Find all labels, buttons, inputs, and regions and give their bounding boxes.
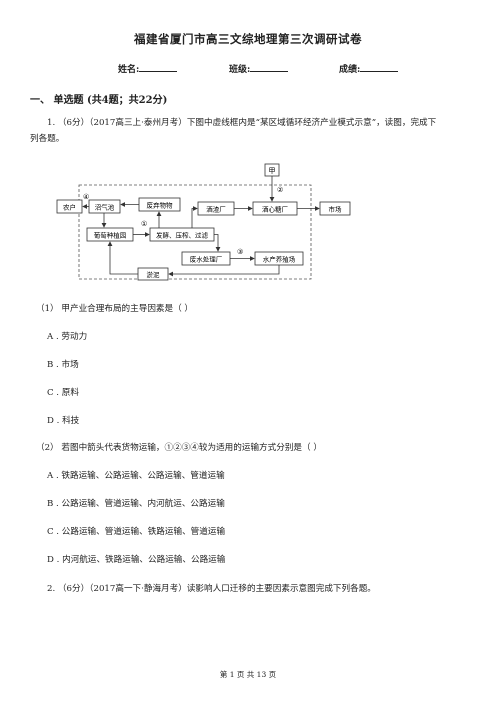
- name-label: 姓名:: [118, 65, 140, 75]
- svg-text:农户: 农户: [63, 203, 76, 212]
- q1-sub1-option-b[interactable]: B . 市场: [47, 360, 79, 370]
- q1-sub2-option-a[interactable]: A . 铁路运输、公路运输、公路运输、管道运输: [47, 471, 225, 481]
- q1-sub1-stem: （1） 甲产业合理布局的主导因素是（ ）: [36, 304, 194, 314]
- node-jiuxin: 酒心糖厂: [252, 201, 298, 216]
- node-zhaoqichi: 沼气池: [88, 199, 121, 214]
- q1-sub1-option-d[interactable]: D . 科技: [47, 416, 80, 426]
- node-shichang: 市场: [319, 201, 351, 216]
- marker-one: ①: [141, 220, 147, 228]
- svg-text:废水处理厂: 废水处理厂: [190, 255, 223, 264]
- svg-text:甲: 甲: [269, 167, 276, 175]
- marker-two: ②: [277, 186, 283, 194]
- q1-sub2-option-d[interactable]: D . 内河航运、铁路运输、公路运输、公路运输: [47, 555, 226, 565]
- svg-text:发酵、压榨、过滤: 发酵、压榨、过滤: [156, 231, 209, 240]
- marker-four: ④: [83, 193, 89, 201]
- q1-stem-line1: 1. （6分）（2017高三上·泰州月考）下图中虚线框内是“某区域循环经济产业模…: [47, 118, 437, 128]
- svg-text:市场: 市场: [329, 205, 343, 214]
- q1-sub2-option-b[interactable]: B . 公路运输、管道运输、内河航运、公路运输: [47, 499, 225, 509]
- region-boundary: [78, 184, 312, 280]
- q1-sub1-option-c[interactable]: C . 原料: [47, 388, 79, 398]
- q1-sub2-stem: （2） 若图中箭头代表货物运输，①②③④较为适用的运输方式分别是（ ）: [36, 443, 322, 453]
- node-shuichan: 水产养殖场: [254, 251, 304, 266]
- svg-text:酒心糖厂: 酒心糖厂: [262, 205, 289, 214]
- node-fajiao: 发酵、压榨、过滤: [149, 227, 215, 242]
- score-blank[interactable]: [360, 63, 399, 72]
- svg-text:废弃物物: 废弃物物: [147, 201, 174, 210]
- svg-text:酒渣厂: 酒渣厂: [206, 205, 226, 214]
- node-feishui: 废水处理厂: [181, 251, 231, 266]
- q1-stem-line2: 列各题。: [30, 134, 65, 144]
- class-field[interactable]: 班级:: [229, 62, 289, 75]
- page-title: 福建省厦门市高三文综地理第三次调研试卷: [134, 32, 362, 46]
- svg-text:沼气池: 沼气池: [95, 203, 115, 212]
- node-nonghu: 农户: [56, 199, 83, 214]
- node-putao: 葡萄种植园: [86, 227, 134, 242]
- svg-text:淤泥: 淤泥: [147, 270, 161, 279]
- score-field[interactable]: 成绩:: [339, 62, 399, 75]
- class-label: 班级:: [229, 65, 251, 75]
- node-yuni: 淤泥: [137, 267, 169, 281]
- node-feiqiwu: 废弃物物: [138, 197, 181, 212]
- flow-arrows: [82, 176, 320, 277]
- q1-diagram: 甲 农户 沼气池 废弃物物 葡萄种植园 发酵、压榨、过滤 酒渣厂 酒心糖厂 市场…: [56, 163, 351, 281]
- q1-sub1-option-a[interactable]: A . 劳动力: [47, 332, 88, 342]
- node-jiuzhao: 酒渣厂: [197, 201, 235, 216]
- svg-text:葡萄种植园: 葡萄种植园: [94, 231, 127, 240]
- section-heading: 一、 单选题 (共4题；共22分): [30, 95, 168, 106]
- marker-three: ③: [237, 248, 243, 256]
- q1-sub2-option-c[interactable]: C . 公路运输、管道运输、铁路运输、管道运输: [47, 527, 226, 537]
- page-footer: 第 1 页 共 13 页: [219, 670, 277, 679]
- score-label: 成绩:: [339, 65, 361, 75]
- svg-text:水产养殖场: 水产养殖场: [263, 255, 296, 264]
- name-field[interactable]: 姓名:: [118, 62, 178, 75]
- q2-stem: 2. （6分）（2017高一下·静海月考）读影响人口迁移的主要因素示意图完成下列…: [47, 584, 376, 594]
- name-blank[interactable]: [139, 63, 178, 72]
- node-jia: 甲: [264, 163, 280, 177]
- class-blank[interactable]: [250, 63, 289, 72]
